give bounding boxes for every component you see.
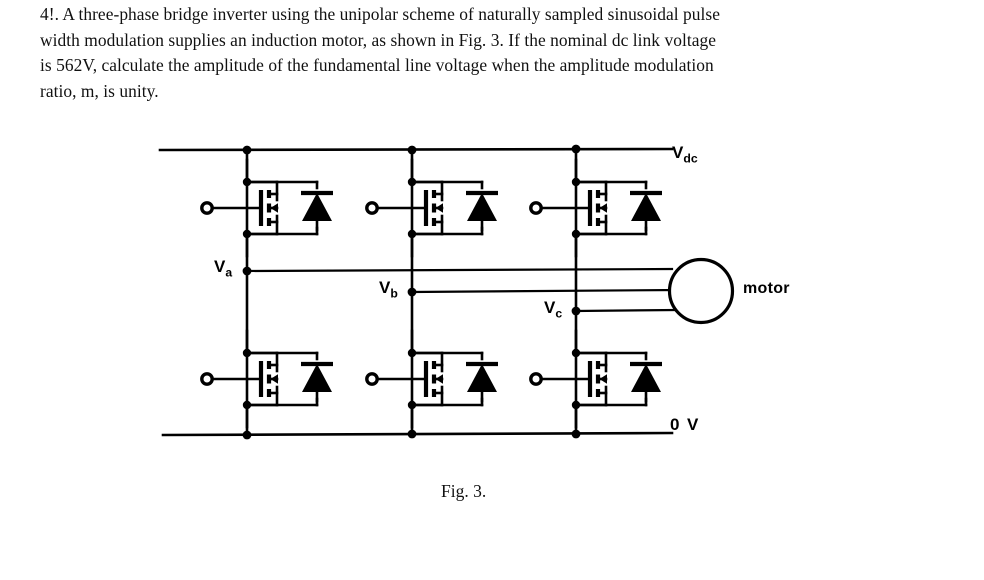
label-vdc: Vdc <box>672 144 698 165</box>
phase-a-line <box>245 267 674 273</box>
label-vdc-base: V <box>672 143 684 162</box>
label-phase-c: Vc <box>544 299 562 320</box>
label-phase-b: Vb <box>379 279 398 300</box>
label-phase-a: Va <box>214 258 232 279</box>
switch-a-high <box>202 160 333 256</box>
label-vc-sub: c <box>555 306 563 321</box>
circuit-figure: .wire { stroke:#000; stroke-width:2.6; f… <box>0 118 984 518</box>
switch-b-high <box>367 160 498 256</box>
label-vc-base: V <box>544 298 556 317</box>
label-va-base: V <box>214 257 226 276</box>
figure-caption: Fig. 3. <box>441 481 487 501</box>
label-vdc-sub: dc <box>683 151 698 166</box>
label-va-sub: a <box>225 265 233 280</box>
label-vb-sub: b <box>390 286 398 301</box>
motor-symbol <box>667 257 735 325</box>
question-line-2: width modulation supplies an induction m… <box>40 29 716 50</box>
phase-output-lines <box>245 267 680 313</box>
switch-c-low <box>531 331 662 427</box>
three-phase-inverter-schematic: .wire { stroke:#000; stroke-width:2.6; f… <box>158 144 735 440</box>
phase-c-line <box>574 308 678 313</box>
question-text: 4!. A three-phase bridge inverter using … <box>40 2 945 104</box>
switch-a-low <box>202 331 333 427</box>
switch-c-high <box>531 160 662 256</box>
label-motor: motor <box>743 280 790 297</box>
question-line-3: is 562V, calculate the amplitude of the … <box>40 55 714 75</box>
dc-ground-rail <box>161 431 674 437</box>
inverter-leg-a <box>202 145 333 440</box>
question-line-4: ratio, m, is unity. <box>40 80 159 101</box>
question-line-1: 4!. A three-phase bridge inverter using … <box>40 4 721 24</box>
label-ground-rail: 0 V <box>670 415 700 434</box>
phase-b-line <box>410 288 680 294</box>
label-vb-base: V <box>379 278 391 297</box>
switch-b-low <box>367 331 498 427</box>
